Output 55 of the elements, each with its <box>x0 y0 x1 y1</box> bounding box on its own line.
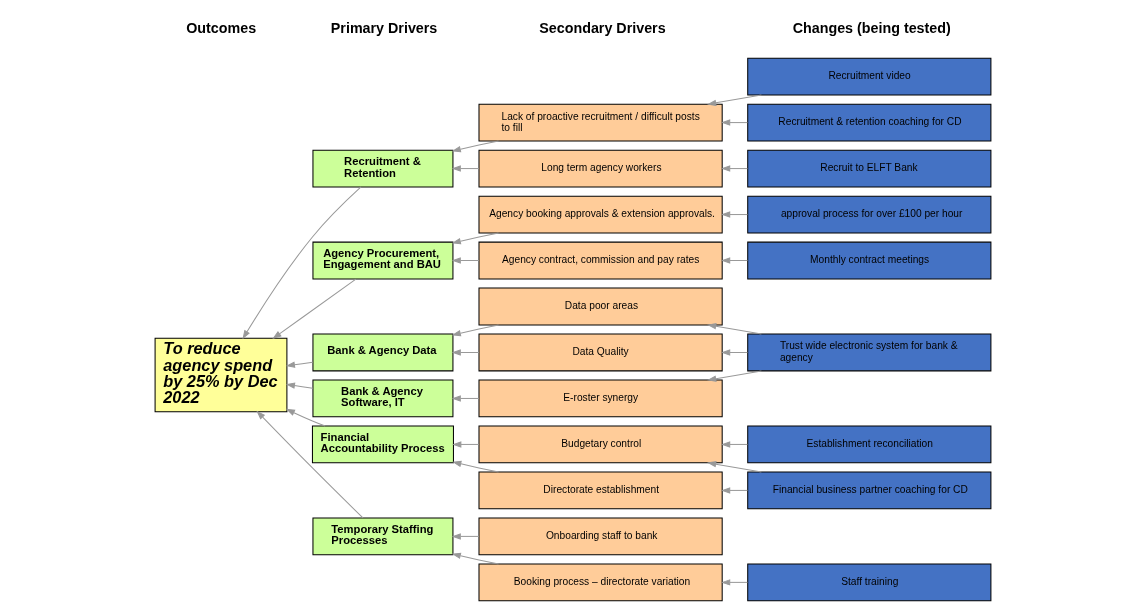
arrow <box>707 370 762 382</box>
arrow <box>451 165 480 172</box>
node-box: Directorate establishment <box>478 471 723 510</box>
arrow <box>285 408 326 427</box>
arrow <box>242 186 362 340</box>
node-box: Recruitment & Retention <box>312 149 454 188</box>
node-box: Monthly contract meetings <box>747 241 992 280</box>
arrow <box>272 278 357 339</box>
arrow <box>707 94 762 106</box>
arrow <box>707 461 762 473</box>
node-box: Trust wide electronic system for bank & agency <box>747 333 992 372</box>
node-box: Onboarding staff to bank <box>478 517 723 556</box>
node-box: Recruitment & retention coaching for CD <box>747 103 992 142</box>
node-box: To reduce agency spend by 25% by Dec 2022 <box>154 337 288 413</box>
arrow <box>721 119 748 126</box>
arrow <box>451 395 480 402</box>
arrow <box>451 533 480 540</box>
arrow <box>451 257 480 264</box>
node-box: Lack of proactive recruitment / difficult posts to fill <box>478 103 723 142</box>
node-box: Agency booking approvals & extension approvals. <box>478 195 723 234</box>
arrow <box>721 579 748 586</box>
arrow <box>256 410 364 519</box>
node-box: Bank & Agency Software, IT <box>312 379 454 418</box>
node-box: Bank & Agency Data <box>312 333 454 372</box>
node-box: E-roster synergy <box>478 379 723 418</box>
arrow <box>707 323 762 335</box>
arrow <box>285 361 314 368</box>
node-box: Temporary Staffing Processes <box>312 517 454 556</box>
node-box: Financial Accountability Process <box>311 425 454 464</box>
node-box: Financial business partner coaching for CD <box>747 471 992 510</box>
node-box: Establishment reconciliation <box>747 425 992 464</box>
arrow <box>721 211 748 218</box>
node-box: Recruit to ELFT Bank <box>747 149 992 188</box>
node-box: approval process for over £100 per hour <box>747 195 992 234</box>
node-box: Agency Procurement, Engagement and BAU <box>312 241 454 280</box>
arrow <box>285 382 314 389</box>
label: Secondary Drivers <box>539 20 666 37</box>
arrow <box>721 349 748 356</box>
node-box: Agency contract, commission and pay rates <box>478 241 723 280</box>
arrow <box>721 487 748 494</box>
node-box: Booking process – directorate variation <box>478 563 723 602</box>
arrow <box>451 349 480 356</box>
arrow <box>452 441 480 448</box>
node-box: Long term agency workers <box>478 149 723 188</box>
arrow <box>721 441 748 448</box>
node-box: Data Quality <box>478 333 723 372</box>
label: Outcomes <box>186 20 257 37</box>
node-box: Data poor areas <box>478 287 723 326</box>
node-box: Recruitment video <box>747 57 992 96</box>
node-box: Staff training <box>747 563 992 602</box>
arrow <box>721 165 748 172</box>
label: Primary Drivers <box>330 20 438 37</box>
arrow <box>721 257 748 264</box>
node-box: Budgetary control <box>478 425 723 464</box>
label: Changes (being tested) <box>792 20 951 37</box>
